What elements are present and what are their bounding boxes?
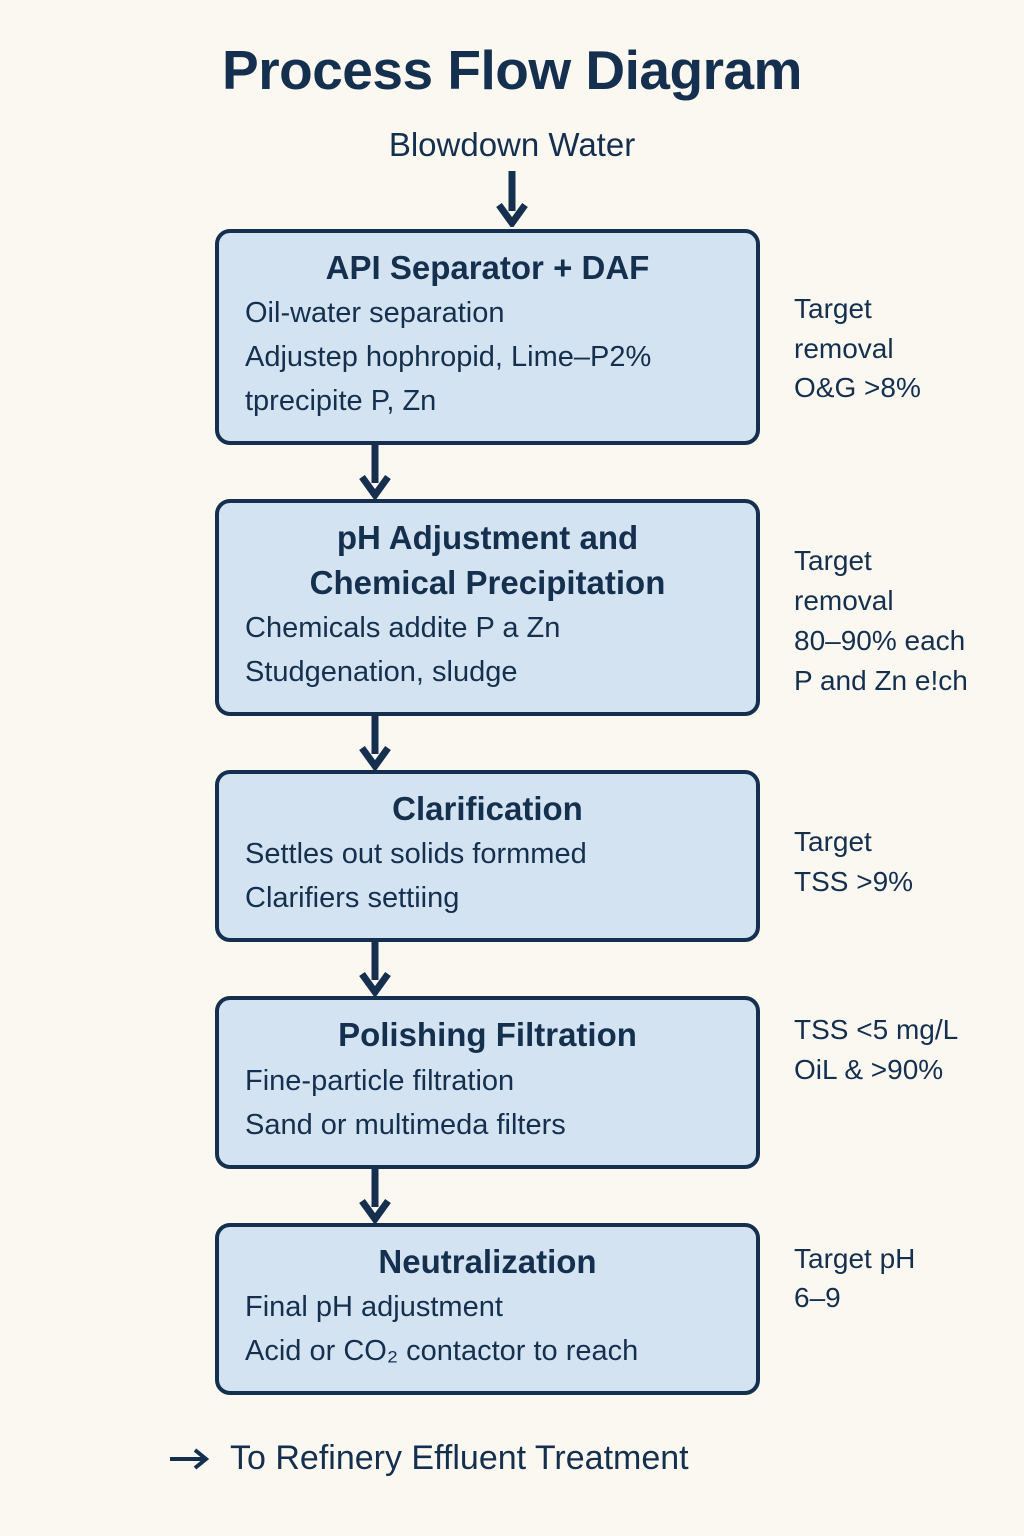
box-title: Polishing Filtration	[338, 1016, 637, 1054]
note-line: Target	[794, 825, 872, 857]
note-line: P and Zn e!ch	[794, 664, 968, 696]
box-title: Clarification	[392, 789, 583, 827]
note-line: removal	[794, 332, 894, 364]
outlet-footer: To Refinery Effluent Treatment	[168, 1439, 1024, 1478]
flow-row-1: API Separator + DAF Oil-water separation…	[0, 228, 1024, 446]
arrow-step-4-to-step-5	[0, 1168, 1024, 1223]
note-line: Target	[794, 545, 872, 577]
arrow-inlet-to-step-1	[0, 169, 1024, 227]
note-line: Target	[794, 292, 872, 324]
box-line: tprecipite P, Zn	[245, 385, 437, 418]
note-line: OiL & >90%	[794, 1054, 944, 1086]
outlet-label: To Refinery Effluent Treatment	[230, 1439, 689, 1478]
target-note-step-2: Target removal 80–90% each P and Zn e!ch	[794, 499, 968, 700]
note-line: removal	[794, 585, 894, 617]
target-note-step-3: Target TSS >9%	[794, 770, 913, 902]
target-note-step-4: TSS <5 mg/L OiL & >90%	[794, 996, 958, 1090]
box-title-line-2: Chemical Precipitation	[309, 563, 666, 601]
flow-column: API Separator + DAF Oil-water separation…	[0, 228, 1024, 1396]
box-line: Adjustep hophropid, Lime–P2%	[245, 341, 652, 374]
note-line: O&G >8%	[794, 372, 921, 404]
box-line: Oil-water separation	[245, 297, 505, 330]
process-box-neutralization[interactable]: Neutralization Final pH adjustment Acid …	[215, 1222, 760, 1396]
process-box-polishing-filtration[interactable]: Polishing Filtration Fine-particle filtr…	[215, 996, 760, 1169]
box-line: Acid or CO₂ contactor to reach	[245, 1334, 639, 1367]
box-line: Settles out solids formmed	[245, 838, 587, 871]
flow-row-2: pH Adjustment and Chemical Precipitation…	[0, 499, 1024, 716]
note-line: TSS <5 mg/L	[794, 1014, 959, 1046]
arrow-step-2-to-step-3	[0, 715, 1024, 770]
process-box-api-separator-daf[interactable]: API Separator + DAF Oil-water separation…	[215, 228, 760, 446]
flow-row-4: Polishing Filtration Fine-particle filtr…	[0, 996, 1024, 1169]
box-line: Chemicals addite P a Zn	[245, 611, 561, 644]
box-title: API Separator + DAF	[325, 248, 650, 286]
box-line: Clarifiers settiing	[245, 882, 460, 915]
box-line: Studgenation, sludge	[245, 655, 518, 688]
box-line: Fine-particle filtration	[245, 1064, 515, 1097]
note-line: TSS >9%	[794, 865, 914, 897]
target-note-step-5: Target pH 6–9	[794, 1223, 915, 1319]
target-note-step-1: Target removal O&G >8%	[794, 229, 921, 408]
arrow-step-3-to-step-4	[0, 942, 1024, 997]
box-line: Final pH adjustment	[245, 1290, 503, 1323]
arrow-step-1-to-step-2	[0, 445, 1024, 500]
box-title-line-1: pH Adjustment and	[336, 519, 639, 557]
arrow-right-icon	[168, 1446, 212, 1472]
note-line: Target pH	[794, 1242, 916, 1274]
note-line: 80–90% each	[794, 624, 966, 656]
flow-row-5: Neutralization Final pH adjustment Acid …	[0, 1222, 1024, 1396]
process-box-ph-adjustment-chemical-precipitation[interactable]: pH Adjustment and Chemical Precipitation…	[215, 499, 760, 716]
page-title: Process Flow Diagram	[222, 39, 802, 101]
box-line: Sand or multimeda filters	[245, 1108, 566, 1141]
flow-row-3: Clarification Settles out solids formmed…	[0, 769, 1024, 943]
box-title: Neutralization	[378, 1242, 597, 1280]
note-line: 6–9	[794, 1282, 841, 1314]
inlet-label: Blowdown Water	[388, 125, 636, 163]
process-box-clarification[interactable]: Clarification Settles out solids formmed…	[215, 769, 760, 943]
